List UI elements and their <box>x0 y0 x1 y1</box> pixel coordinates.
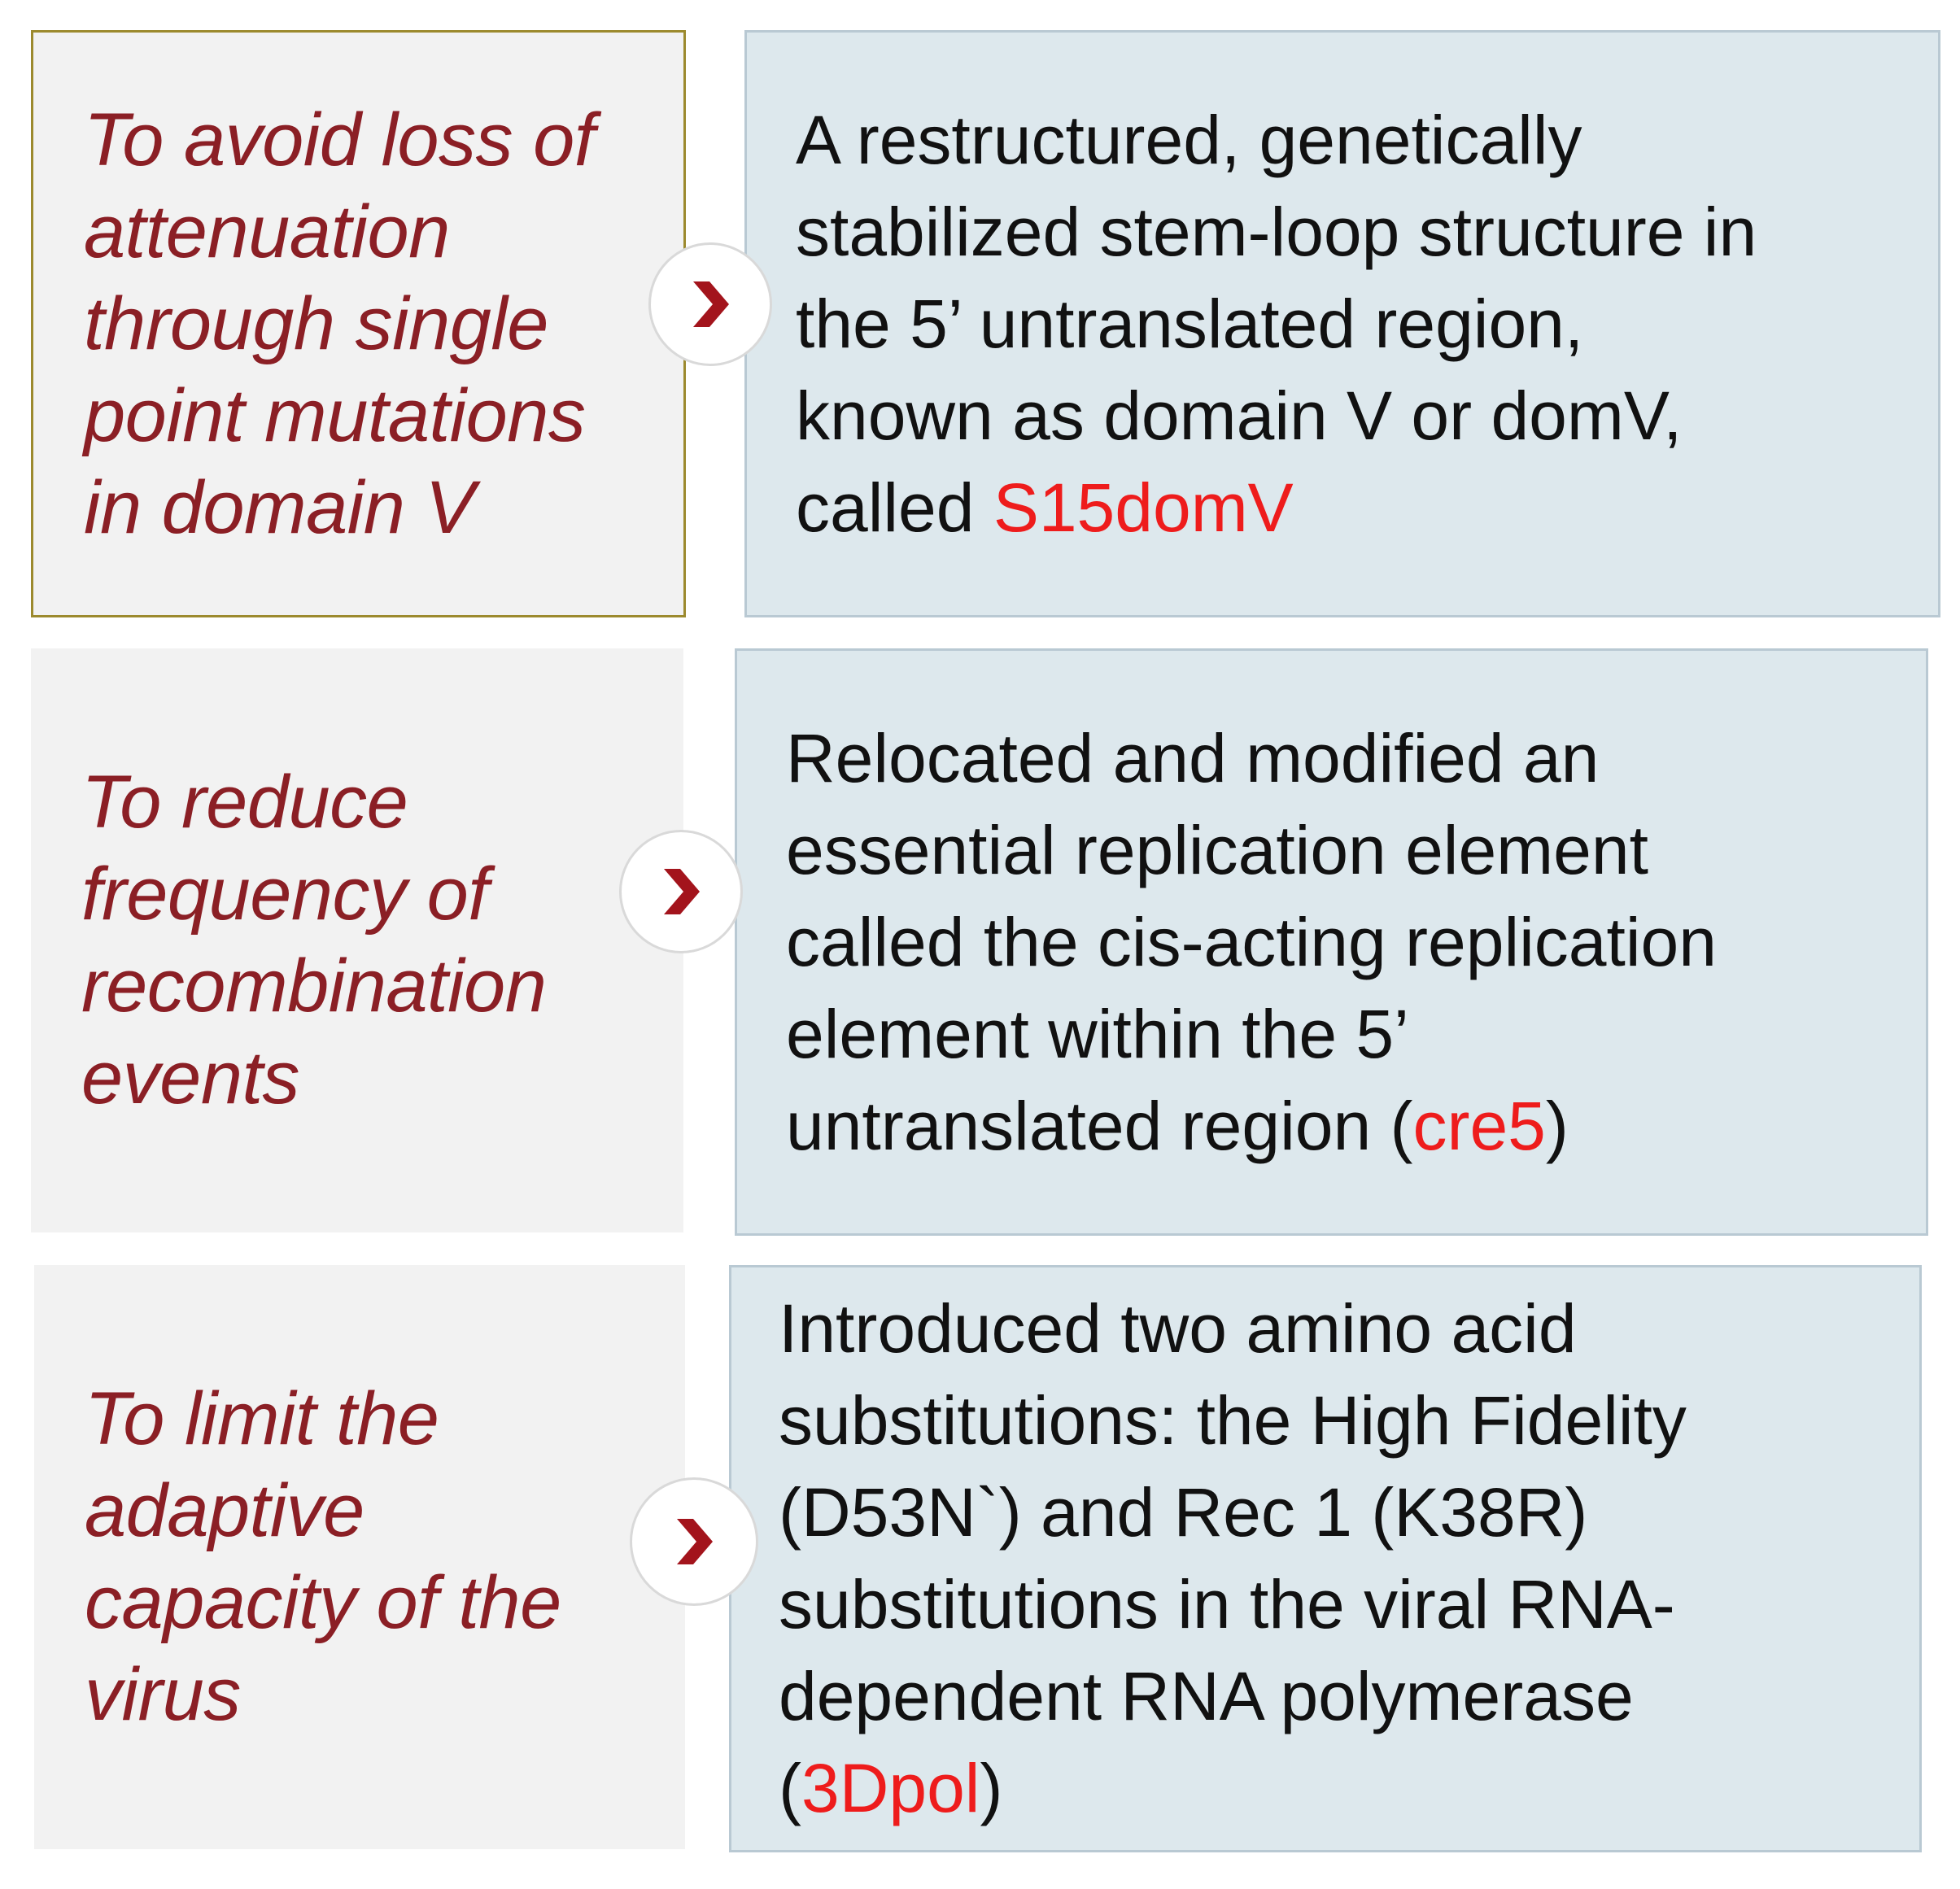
method-text-1: A restructured, genetically stabilized s… <box>747 94 1757 554</box>
method-box-3: Introduced two amino acid substitutions:… <box>729 1265 1922 1852</box>
method-highlight-1: S15domV <box>993 469 1294 546</box>
method-body-1: A restructured, genetically stabilized s… <box>796 101 1757 546</box>
goal-box-3: To limit the adaptive capacity of the vi… <box>34 1265 685 1849</box>
arrow-connector-1 <box>648 242 772 366</box>
method-suffix-2: ) <box>1545 1087 1569 1164</box>
method-text-2: Relocated and modified an essential repl… <box>737 713 1717 1172</box>
goal-text-2: To reduce frequency of recombination eve… <box>81 761 547 1119</box>
arrow-connector-2 <box>619 830 743 953</box>
method-suffix-3: ) <box>980 1750 1003 1826</box>
method-text-3: Introduced two amino acid substitutions:… <box>731 1283 1687 1834</box>
goal-text-3: To limit the adaptive capacity of the vi… <box>85 1377 561 1736</box>
method-highlight-3: 3Dpol <box>801 1750 980 1826</box>
chevron-right-icon <box>677 1519 713 1564</box>
method-body-3: Introduced two amino acid substitutions:… <box>779 1290 1687 1826</box>
method-highlight-2: cre5 <box>1412 1087 1546 1164</box>
goal-box-2: To reduce frequency of recombination eve… <box>31 648 683 1232</box>
arrow-connector-3 <box>630 1477 758 1606</box>
method-box-2: Relocated and modified an essential repl… <box>735 648 1928 1236</box>
chevron-right-icon <box>693 281 729 327</box>
method-box-1: A restructured, genetically stabilized s… <box>744 30 1940 617</box>
method-body-2: Relocated and modified an essential repl… <box>786 719 1717 1164</box>
chevron-right-icon <box>664 869 700 914</box>
goal-text-1: To avoid loss of attenuation through sin… <box>84 98 595 549</box>
goal-box-1: To avoid loss of attenuation through sin… <box>31 30 686 617</box>
